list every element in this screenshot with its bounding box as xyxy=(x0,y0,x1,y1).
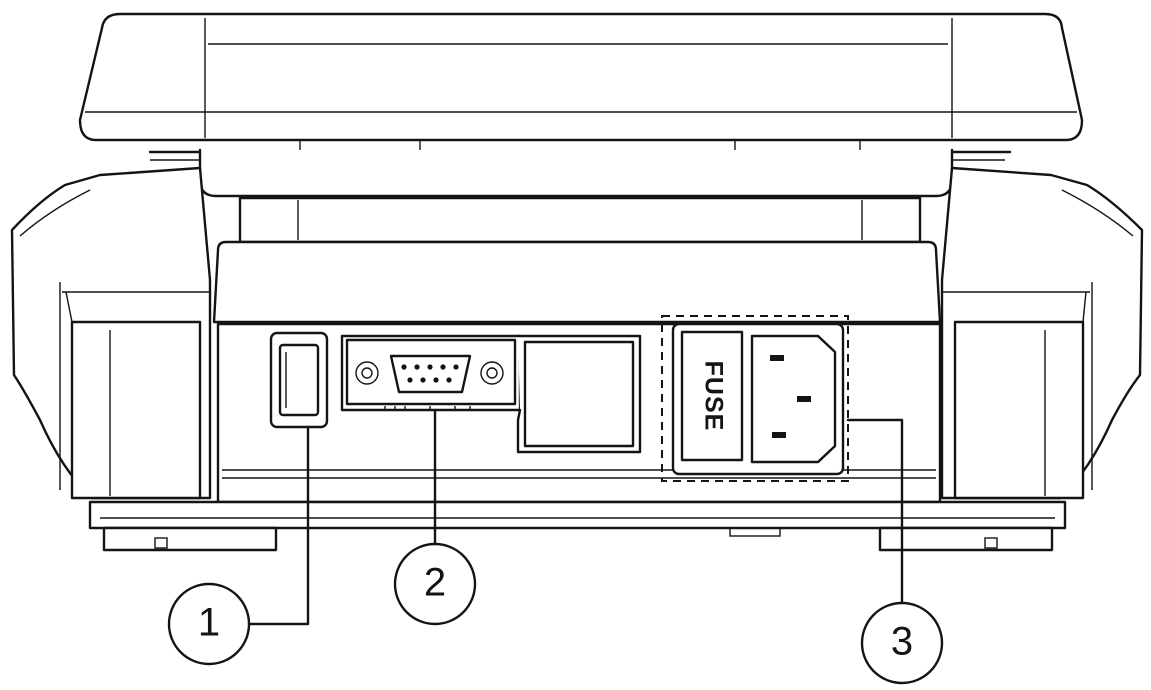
fuse-label: FUSE xyxy=(699,361,727,432)
body-left-wing xyxy=(10,166,212,500)
weighing-pan xyxy=(78,12,1084,152)
callout-3-number: 3 xyxy=(891,620,913,664)
rs232-port xyxy=(340,334,642,454)
callout-2-number: 2 xyxy=(424,561,446,605)
callout-1-number: 1 xyxy=(198,601,220,645)
power-inlet xyxy=(661,315,849,482)
body-right-wing xyxy=(940,166,1144,500)
callout-leaders xyxy=(247,408,904,626)
fuse-holder xyxy=(680,330,744,462)
db9-connector xyxy=(389,354,472,394)
pan-support xyxy=(148,148,1012,198)
callout-2: 2 xyxy=(393,542,477,626)
callout-3: 3 xyxy=(860,601,944,685)
usb-port xyxy=(269,331,329,429)
base-and-feet xyxy=(88,500,1067,552)
callout-1: 1 xyxy=(167,582,251,666)
iec-socket xyxy=(750,334,837,464)
